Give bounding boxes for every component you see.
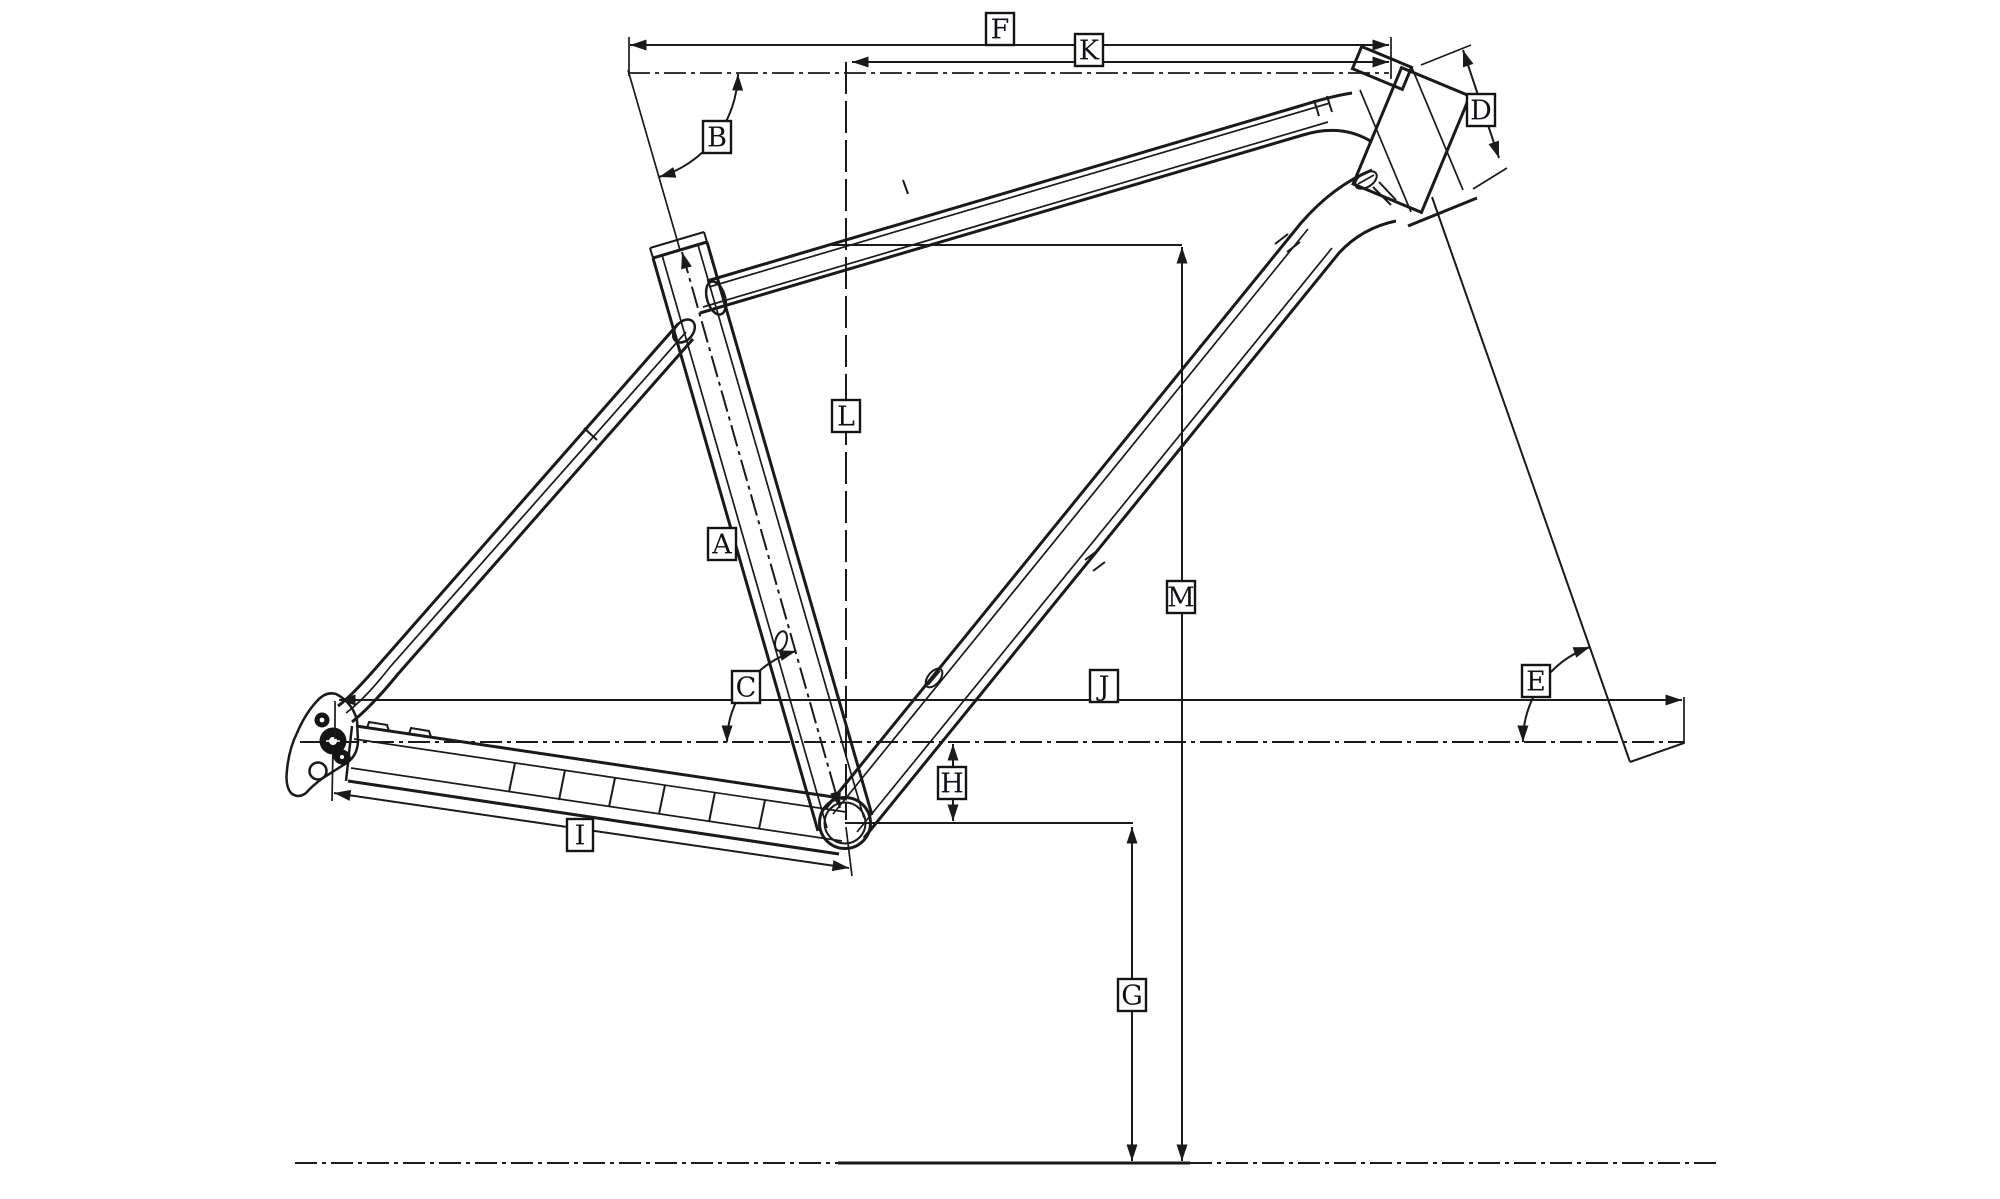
label-l-text: L	[837, 402, 855, 433]
seatstay-lower-edge	[351, 338, 695, 724]
label-m-text: M	[1167, 583, 1195, 614]
downtube-upper-edge	[824, 168, 1373, 809]
seatstay-upper-edge	[337, 323, 680, 708]
label-k-text: K	[1079, 36, 1100, 67]
label-l: L	[830, 398, 862, 434]
downtube-guide-tick-2	[1092, 561, 1106, 572]
label-g: G	[1116, 977, 1148, 1013]
headtube-inner-left	[1359, 89, 1412, 213]
dim-d-ext-bottom	[1472, 167, 1508, 190]
top-tube	[699, 91, 1373, 316]
label-m: M	[1165, 579, 1197, 615]
headtube-inner-right	[1411, 67, 1464, 191]
label-f-text: F	[991, 15, 1010, 46]
toptube-weld-tick-1	[1313, 99, 1320, 117]
dim-i	[331, 746, 853, 877]
label-d: D	[1465, 92, 1497, 128]
steering-axis	[1431, 196, 1685, 763]
label-a-text: A	[711, 530, 732, 561]
label-b: B	[701, 119, 733, 155]
label-h-text: H	[940, 769, 964, 800]
label-e: E	[1520, 663, 1552, 699]
dropout-hanger-plate	[285, 692, 360, 798]
toptube-bottom-edge	[699, 128, 1373, 315]
downtube-guide-tick-1	[1084, 550, 1098, 561]
chainstay-top-edge	[355, 724, 848, 801]
label-d-text: D	[1470, 96, 1492, 127]
label-e-text: E	[1526, 667, 1546, 698]
bottle-boss	[924, 667, 944, 689]
toptube-top-edge	[706, 91, 1353, 283]
label-g-text: G	[1121, 981, 1143, 1012]
head-tube	[1350, 44, 1478, 228]
seat-stay	[337, 318, 697, 724]
label-f: F	[984, 11, 1016, 47]
derailleur-boss	[774, 630, 788, 652]
dim-a-line	[681, 251, 841, 809]
cable-guide-tab-1	[366, 720, 390, 732]
headtube-body	[1351, 65, 1472, 215]
label-j: J	[1088, 668, 1120, 704]
seatstay-centerline	[345, 331, 687, 714]
seatstay-tick	[583, 427, 598, 441]
dim-i-ext-left	[331, 746, 334, 802]
downtube-weld-tick-1	[1274, 233, 1289, 245]
downtube-weld-tick-2	[1286, 241, 1301, 253]
seattube-axis-extension	[627, 69, 681, 251]
label-j-text: J	[1096, 672, 1110, 703]
dimension-labels: F K B D A L M C	[565, 11, 1552, 1013]
dim-m	[830, 244, 1188, 1161]
toptube-inner-top	[708, 102, 1331, 288]
downtube-lower-edge	[862, 219, 1397, 839]
label-c-text: C	[736, 673, 757, 704]
toptube-weld-tick-2	[1326, 95, 1333, 113]
seat-tube	[627, 69, 874, 832]
dim-g	[845, 822, 1138, 1161]
label-i-text: I	[575, 821, 586, 852]
label-c: C	[730, 669, 762, 705]
label-h: H	[936, 765, 968, 801]
downtube-inner-upper	[832, 228, 1309, 815]
downtube-inner-lower	[856, 247, 1333, 833]
cable-port-bolt	[1354, 170, 1378, 190]
label-b-text: B	[707, 123, 727, 154]
headtube-lower-race	[1407, 196, 1478, 228]
chainstay-inner-bottom	[350, 767, 843, 842]
chainstay-inner-top	[353, 738, 847, 813]
rear-dropout	[285, 692, 360, 798]
dim-d-ext-top	[1420, 44, 1472, 66]
toptube-tick	[902, 179, 909, 195]
chainstay-segment-ticks	[508, 762, 766, 830]
steering-axis-line	[1431, 196, 1631, 763]
hanger-hole	[308, 761, 328, 781]
label-i: I	[565, 817, 595, 853]
cable-guide-tab-2	[408, 726, 432, 738]
label-k: K	[1073, 32, 1105, 68]
down-tube	[824, 168, 1397, 839]
dim-j	[334, 694, 1685, 744]
toptube-inner-bottom	[702, 121, 1329, 308]
steering-axis-foot	[1629, 742, 1685, 763]
label-a: A	[706, 526, 738, 562]
